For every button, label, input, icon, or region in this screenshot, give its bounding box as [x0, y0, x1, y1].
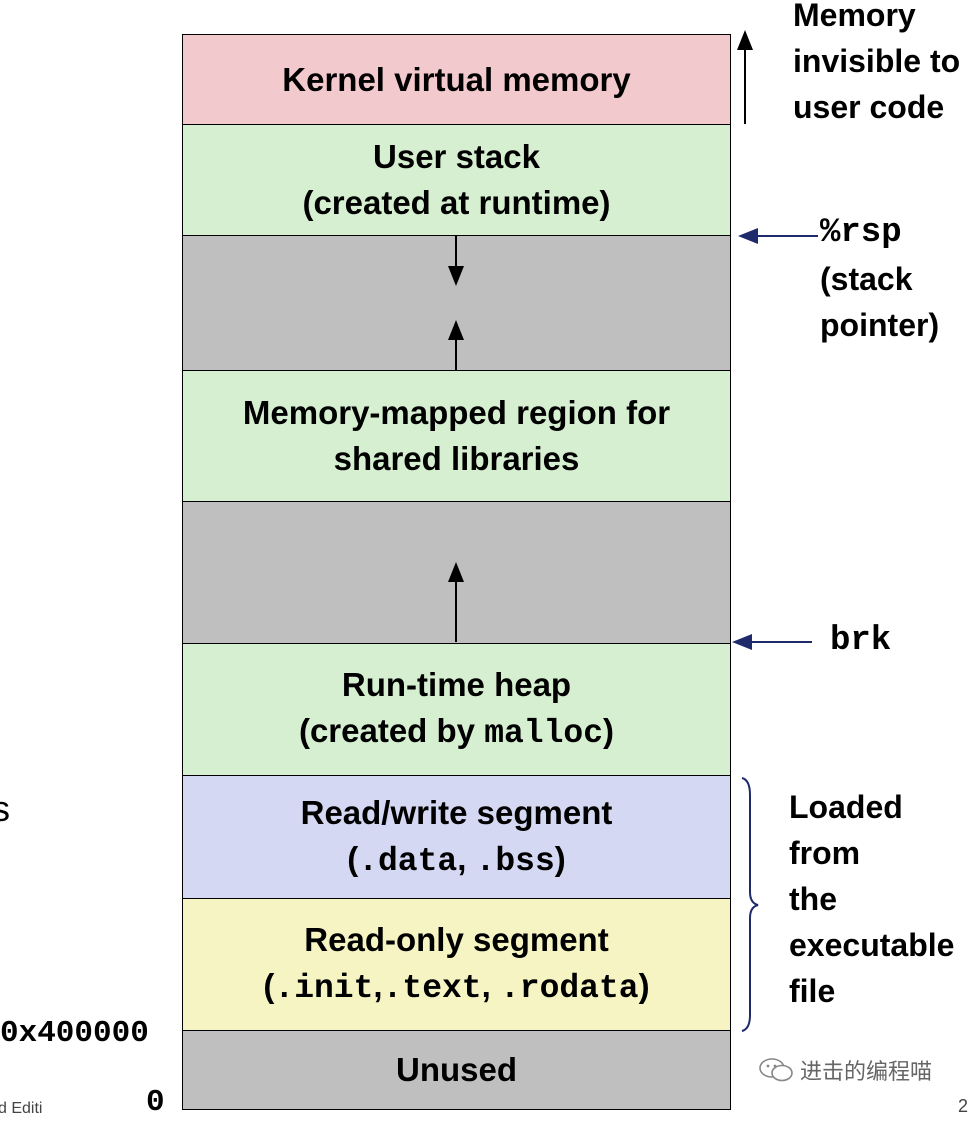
- edge-fragment-left-s: s: [0, 788, 10, 829]
- rw-label-line2: (.data, .bss): [347, 839, 566, 880]
- user-stack-label-line2: (created at runtime): [302, 184, 611, 221]
- unused-label: Unused: [395, 1051, 517, 1088]
- loaded-brace: [741, 777, 759, 1032]
- rsp-register-label: %rsp: [820, 214, 902, 252]
- brk-label: brk: [830, 622, 892, 660]
- loaded-line3: the: [789, 881, 837, 917]
- rsp-note-line1: (stack: [820, 261, 913, 297]
- segment-read-write: Read/write segment (.data, .bss): [182, 775, 731, 899]
- address-zero: 0: [146, 1085, 165, 1120]
- segment-read-only: Read-only segment (.init,.text, .rodata): [182, 898, 731, 1031]
- edge-fragment-bottom-left: d Editi: [0, 1100, 43, 1117]
- heap-label-line1: Run-time heap: [341, 666, 572, 703]
- kernel-note-line3: user code: [793, 89, 945, 125]
- watermark: 进击的编程喵: [758, 1054, 932, 1086]
- ro-label-line1: Read-only segment: [304, 921, 609, 958]
- rsp-note: %rsp (stack pointer): [820, 210, 939, 348]
- loaded-line2: from: [789, 835, 861, 871]
- loaded-line1: Loaded: [789, 789, 903, 825]
- segment-kernel-virtual-memory: Kernel virtual memory: [182, 34, 731, 125]
- edge-fragment-bottom-right: 2: [958, 1096, 969, 1116]
- kernel-note-line2: invisible to: [793, 43, 961, 79]
- rsp-note-line2: pointer): [820, 307, 940, 343]
- mmap-label-line1: Memory-mapped region for: [242, 394, 671, 431]
- wechat-icon: [759, 1058, 793, 1082]
- loaded-from-executable-note: Loaded from the executable file: [789, 784, 954, 1014]
- loaded-line4: executable: [789, 927, 955, 963]
- watermark-text: 进击的编程喵: [800, 1059, 933, 1084]
- mmap-label-line2: shared libraries: [333, 440, 580, 477]
- rw-label-line1: Read/write segment: [300, 793, 613, 831]
- user-stack-label-line1: User stack: [373, 138, 540, 175]
- kernel-note-line1: Memory: [793, 0, 916, 33]
- segment-runtime-heap: Run-time heap (created by malloc): [182, 643, 731, 776]
- ro-label-line2: (.init,.text, .rodata): [263, 967, 650, 1007]
- kernel-invisible-note: Memory invisible to user code: [793, 0, 960, 130]
- segment-memory-mapped: Memory-mapped region for shared librarie…: [182, 370, 731, 502]
- loaded-line5: file: [789, 973, 836, 1009]
- address-0x400000: 0x400000: [0, 1016, 149, 1051]
- segment-kernel-label: Kernel virtual memory: [282, 60, 631, 98]
- heap-label-line2: (created by malloc): [298, 712, 615, 752]
- segment-unused: Unused: [182, 1030, 731, 1110]
